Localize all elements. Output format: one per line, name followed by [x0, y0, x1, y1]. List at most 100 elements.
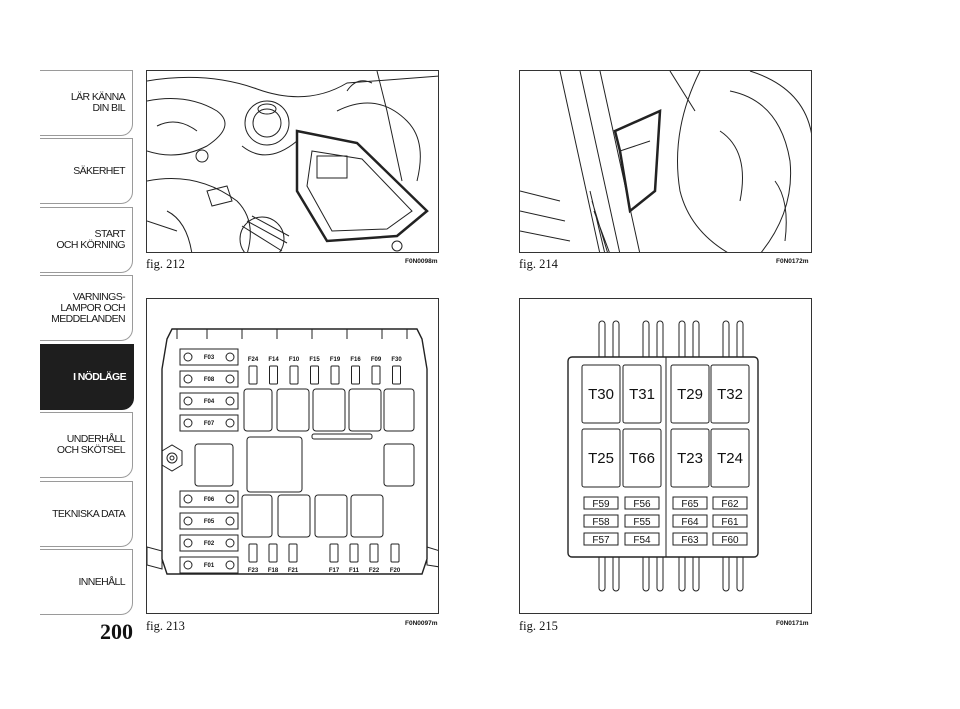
fuse-box-mount — [147, 546, 438, 570]
fuse-screw — [225, 352, 235, 362]
left-fuse-slot — [179, 414, 239, 432]
relay-socket — [241, 494, 273, 538]
bottom-fuse — [268, 543, 278, 563]
figure-212-caption: fig. 212 — [146, 257, 185, 271]
figure-215-caption: fig. 215 — [519, 619, 558, 633]
figure-212-code: F0N0098m — [405, 258, 438, 265]
tab-varningslampor[interactable]: VARNINGS- LAMPOR OCH MEDDELANDEN — [40, 275, 133, 341]
fuse-label: F56 — [633, 499, 651, 510]
battery-terminal — [161, 444, 183, 472]
tab-i-nodlage[interactable]: I NÖDLÄGE — [40, 344, 134, 410]
left-fuse-slot — [179, 370, 239, 388]
fuse-screw — [183, 560, 193, 570]
tab-lar-kanna-din-bil[interactable]: LÄR KÄNNA DIN BIL — [40, 70, 133, 136]
fuse-screw — [183, 396, 193, 406]
fuse-label: F60 — [721, 535, 739, 546]
top-fuse — [310, 365, 319, 385]
fuse-slot — [712, 514, 748, 528]
bottom-fuse-label: F11 — [349, 568, 360, 574]
tab-innehall[interactable]: INNEHÅLL — [40, 549, 133, 615]
relay-slot — [622, 428, 662, 488]
figure-215-code: F0N0171m — [776, 620, 809, 627]
fuse-slot — [624, 514, 660, 528]
left-fuse-label: F02 — [204, 541, 215, 547]
bottom-fuse-label: F20 — [390, 568, 401, 574]
top-fuse-label: F14 — [268, 357, 279, 363]
tab-tekniska-data[interactable]: TEKNISKA DATA — [40, 481, 133, 547]
bottom-fuse — [329, 543, 339, 563]
fuse-slot — [672, 496, 708, 510]
figure-213-code: F0N0097m — [405, 620, 438, 627]
figure-214-image — [519, 70, 812, 253]
top-fuse — [269, 365, 278, 385]
left-fuse-slot — [179, 348, 239, 366]
tab-underhall-och-skotsel[interactable]: UNDERHÅLL OCH SKÖTSEL — [40, 412, 133, 478]
top-fuse-label: F16 — [350, 357, 361, 363]
fuse-slot — [624, 496, 660, 510]
bottom-fuse-label: F18 — [268, 568, 279, 574]
fuse-label: F64 — [681, 517, 699, 528]
fuse-slot — [672, 532, 708, 546]
fuse-label: F59 — [592, 499, 610, 510]
top-fuse — [330, 365, 340, 385]
relay-socket — [276, 388, 310, 432]
left-fuse-label: F01 — [204, 563, 215, 569]
relay-label: T66 — [629, 450, 655, 467]
relay-label: T32 — [717, 386, 743, 403]
chapter-tabs: LÄR KÄNNA DIN BIL SÄKERHET START OCH KÖR… — [40, 70, 134, 618]
relay-socket — [383, 388, 415, 432]
fuse-screw — [183, 374, 193, 384]
bottom-fuse — [349, 543, 359, 563]
relay-label: T30 — [588, 386, 614, 403]
left-fuse-label: F08 — [204, 377, 215, 383]
fuse-screw — [183, 352, 193, 362]
fuse-slot — [672, 514, 708, 528]
tab-start-och-korning[interactable]: START OCH KÖRNING — [40, 207, 133, 273]
tab-sakerhet[interactable]: SÄKERHET — [40, 138, 133, 204]
fuse-label: F62 — [721, 499, 739, 510]
fuse-slot — [712, 532, 748, 546]
fuse-slot — [624, 532, 660, 546]
left-fuse-label: F06 — [204, 497, 215, 503]
top-fuse-label: F24 — [248, 357, 259, 363]
bottom-fuse — [390, 543, 400, 563]
relay-label: T25 — [588, 450, 614, 467]
relay-slot — [581, 428, 621, 488]
fuse-screw — [183, 494, 193, 504]
top-fuse-label: F19 — [330, 357, 341, 363]
relay-socket — [194, 443, 234, 487]
figure-212-image — [146, 70, 439, 253]
left-fuse-slot — [179, 512, 239, 530]
relay-slot — [710, 428, 750, 488]
relay-socket — [350, 494, 384, 538]
relay-slot — [710, 364, 750, 424]
left-fuse-label: F04 — [204, 399, 215, 405]
bottom-fuse-label: F17 — [329, 568, 340, 574]
top-fuse-label: F30 — [391, 357, 402, 363]
relay-socket — [243, 388, 273, 432]
fuse-screw — [225, 374, 235, 384]
relay-slot — [622, 364, 662, 424]
fuse-screw — [225, 396, 235, 406]
figure-214-code: F0N0172m — [776, 258, 809, 265]
figure-214-caption: fig. 214 — [519, 257, 558, 271]
fuse-slot — [583, 496, 619, 510]
top-fuse-label: F10 — [289, 357, 300, 363]
relay-socket — [348, 388, 382, 432]
fuse-label: F54 — [633, 535, 651, 546]
figure-213-caption: fig. 213 — [146, 619, 185, 633]
terminal-bolt — [166, 452, 178, 464]
bottom-fuse-label: F21 — [288, 568, 299, 574]
fuse-slot — [712, 496, 748, 510]
left-fuse-slot — [179, 556, 239, 574]
page-number: 200 — [100, 619, 133, 644]
left-fuse-label: F03 — [204, 355, 215, 361]
fuse-label: F61 — [721, 517, 739, 528]
fuse-label: F65 — [681, 499, 699, 510]
fuse-label: F57 — [592, 535, 610, 546]
relay-label: T29 — [677, 386, 703, 403]
fuse-box-rib — [176, 329, 408, 339]
bottom-fuse — [288, 543, 298, 563]
